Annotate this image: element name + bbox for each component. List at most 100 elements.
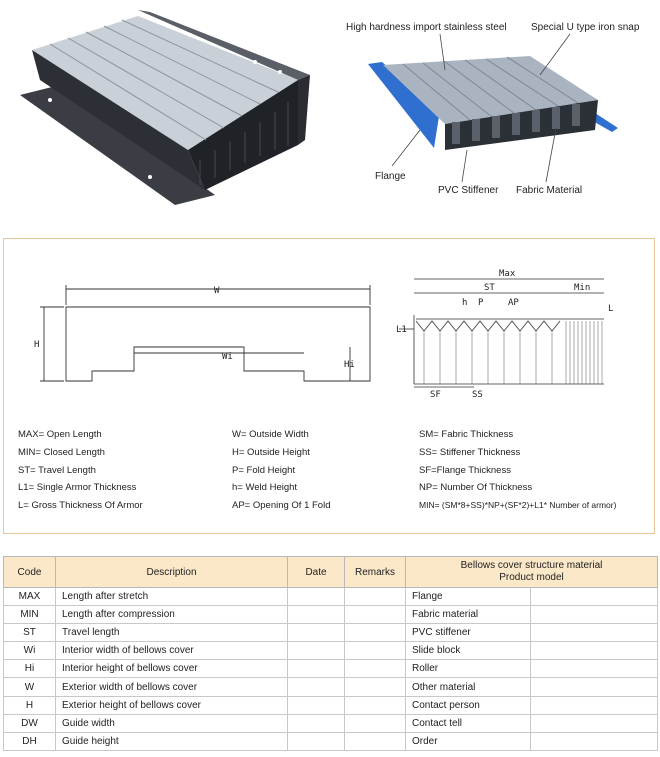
product-hero: High hardness import stainless steel Spe… xyxy=(0,0,660,215)
table-row: Wi Interior width of bellows cover Slide… xyxy=(3,641,658,661)
cell-model[interactable] xyxy=(530,695,658,715)
cell-date[interactable] xyxy=(287,713,345,733)
cell-description: Interior width of bellows cover xyxy=(55,641,288,661)
cross-section-drawing xyxy=(40,285,371,382)
table-row: ST Travel length PVC stiffener xyxy=(3,623,658,643)
folded-bellows-drawing xyxy=(399,278,604,388)
cell-date[interactable] xyxy=(287,586,345,607)
dim-label-p: P xyxy=(478,298,484,308)
callout-steel: High hardness import stainless steel xyxy=(346,22,507,33)
cell-model[interactable] xyxy=(530,677,658,697)
cell-description: Length after compression xyxy=(55,605,288,625)
cell-date[interactable] xyxy=(287,605,345,625)
callout-fabric: Fabric Material xyxy=(516,185,583,196)
dim-label-h: H xyxy=(34,340,39,350)
cell-model[interactable] xyxy=(530,586,658,607)
dim-label-sf: SF xyxy=(430,390,441,400)
cell-material: Fabric material xyxy=(405,605,531,625)
cell-code: MIN xyxy=(3,605,56,625)
header-code: Code xyxy=(3,556,56,588)
legend-item: P= Fold Height xyxy=(232,465,296,476)
legend-item: NP= Number Of Thickness xyxy=(419,482,533,493)
cell-material: Order xyxy=(405,731,531,751)
legend-item: SF=Flange Thickness xyxy=(419,465,511,476)
legend-item: ST= Travel Length xyxy=(18,465,96,476)
cell-description: Travel length xyxy=(55,623,288,643)
cell-model[interactable] xyxy=(530,713,658,733)
cell-material: Slide block xyxy=(405,641,531,661)
dim-label-hi: Hi xyxy=(344,360,355,370)
dim-label-ss: SS xyxy=(472,390,483,400)
dim-label-l: L xyxy=(608,304,613,314)
cell-description: Interior height of bellows cover xyxy=(55,659,288,679)
cell-remarks[interactable] xyxy=(344,605,406,625)
cell-description: Exterior height of bellows cover xyxy=(55,695,288,715)
bellows-cutaway-diagram xyxy=(368,33,618,183)
cell-date[interactable] xyxy=(287,731,345,751)
cell-date[interactable] xyxy=(287,623,345,643)
table-row: DH Guide height Order xyxy=(3,731,658,751)
cell-code: DH xyxy=(3,731,56,751)
cell-code: Hi xyxy=(3,659,56,679)
cell-code: Wi xyxy=(3,641,56,661)
cell-date[interactable] xyxy=(287,659,345,679)
cell-remarks[interactable] xyxy=(344,623,406,643)
header-product-model: Bellows cover structure material Product… xyxy=(405,556,658,588)
callout-stiffener: PVC Stiffener xyxy=(438,185,499,196)
table-row: DW Guide width Contact tell xyxy=(3,713,658,733)
cell-material: Contact tell xyxy=(405,713,531,733)
cell-date[interactable] xyxy=(287,641,345,661)
cell-date[interactable] xyxy=(287,677,345,697)
parameter-table: Code Description Date Remarks Bellows co… xyxy=(3,556,658,751)
cell-description: Length after stretch xyxy=(55,586,288,607)
header-description: Description xyxy=(55,556,288,588)
dim-label-l1: L1 xyxy=(396,325,407,335)
cell-description: Exterior width of bellows cover xyxy=(55,677,288,697)
dim-label-ap: AP xyxy=(508,298,519,308)
legend-item: MIN= Closed Length xyxy=(18,447,105,458)
legend-item: L1= Single Armor Thickness xyxy=(18,482,137,493)
cell-remarks[interactable] xyxy=(344,586,406,607)
cell-remarks[interactable] xyxy=(344,731,406,751)
cell-model[interactable] xyxy=(530,641,658,661)
callout-snap: Special U type iron snap xyxy=(531,22,640,33)
product-illustrations xyxy=(20,10,618,205)
legend-item: MIN= (SM*8+SS)*NP+(SF*2)+L1* Number of a… xyxy=(419,500,617,510)
cell-remarks[interactable] xyxy=(344,641,406,661)
dim-label-w: W xyxy=(214,286,220,296)
header-model-line: Product model xyxy=(499,572,564,583)
legend-item: AP= Opening Of 1 Fold xyxy=(232,500,331,511)
table-header-row: Code Description Date Remarks Bellows co… xyxy=(3,556,658,588)
cell-material: Flange xyxy=(405,586,531,607)
cell-remarks[interactable] xyxy=(344,695,406,715)
dim-label-max: Max xyxy=(499,269,516,279)
cell-code: DW xyxy=(3,713,56,733)
cell-date[interactable] xyxy=(287,695,345,715)
cell-model[interactable] xyxy=(530,623,658,643)
legend-item: W= Outside Width xyxy=(232,429,309,440)
header-date: Date xyxy=(287,556,345,588)
cell-description: Guide width xyxy=(55,713,288,733)
cell-material: Other material xyxy=(405,677,531,697)
cell-remarks[interactable] xyxy=(344,713,406,733)
cell-model[interactable] xyxy=(530,659,658,679)
cell-model[interactable] xyxy=(530,731,658,751)
table-row: MIN Length after compression Fabric mate… xyxy=(3,605,658,625)
cell-code: MAX xyxy=(3,586,56,607)
table-row: MAX Length after stretch Flange xyxy=(3,586,658,607)
legend-item: L= Gross Thickness Of Armor xyxy=(18,500,143,511)
cell-description: Guide height xyxy=(55,731,288,751)
bellows-cover-photo xyxy=(20,10,310,205)
cell-remarks[interactable] xyxy=(344,659,406,679)
dim-label-min: Min xyxy=(574,283,590,293)
legend-item: H= Outside Height xyxy=(232,447,310,458)
cell-model[interactable] xyxy=(530,605,658,625)
legend-item: SM= Fabric Thickness xyxy=(419,429,514,440)
dim-label-wi: Wi xyxy=(222,352,233,362)
legend-item: MAX= Open Length xyxy=(18,429,102,440)
dim-label-weld: h xyxy=(462,298,467,308)
table-row: W Exterior width of bellows cover Other … xyxy=(3,677,658,697)
cell-material: PVC stiffener xyxy=(405,623,531,643)
cell-material: Roller xyxy=(405,659,531,679)
cell-remarks[interactable] xyxy=(344,677,406,697)
